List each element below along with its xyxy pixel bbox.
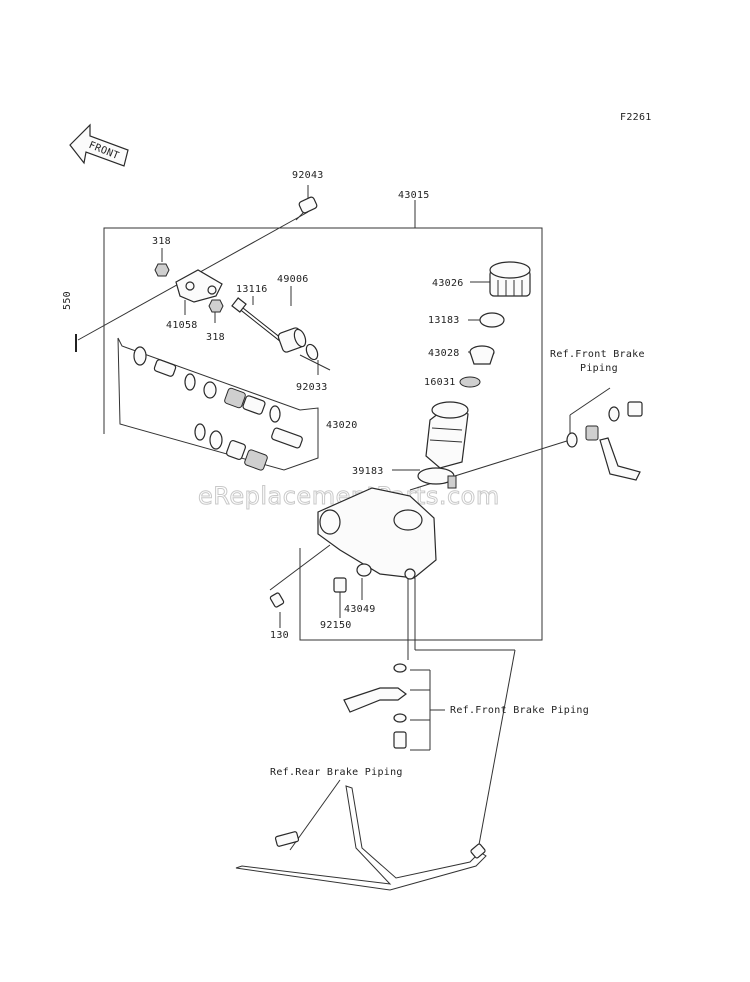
front-arrow-icon: FRONT [69,123,129,167]
callout-43015: 43015 [398,190,430,201]
hose-clamp-39183 [417,467,457,489]
clevis-41058 [175,269,223,303]
piston-kit-lower-row [194,423,303,471]
screw-130 [269,592,285,608]
reservoir-cap-43026 [489,261,531,297]
plate-13183 [479,312,505,328]
master-cylinder-body [317,487,437,580]
callout-92043: 92043 [292,170,324,181]
ref-rear-brake-piping: Ref.Rear Brake Piping [270,767,403,778]
bleeder-92150 [333,577,347,593]
rear-brake-piping [235,785,487,891]
piston-kit-upper-row [133,346,281,423]
cap-43049 [356,563,372,577]
callout-labels: 92043 43015 318 550 41058 318 13116 4900… [62,170,645,778]
callout-92150: 92150 [320,620,352,631]
callout-318-upper: 318 [152,236,171,247]
callout-13116: 13116 [236,284,268,295]
boot-49006 [277,327,307,353]
callout-130: 130 [270,630,289,641]
ref-front-brake-piping-top-line1: Ref.Front Brake [550,349,645,360]
ref-front-brake-piping-top-line2: Piping [580,363,618,374]
reservoir-body [425,401,469,469]
callout-43026: 43026 [432,278,464,289]
assembly-frame-43015 [103,200,543,641]
float-16031 [459,376,481,388]
callout-43028: 43028 [428,348,460,359]
callout-43020: 43020 [326,420,358,431]
callout-92033: 92033 [296,382,328,393]
callout-49006: 49006 [277,274,309,285]
callout-43049: 43049 [344,604,376,615]
front-brake-piping-upper [566,401,643,481]
nut-318-lower [208,299,224,313]
callout-39183: 39183 [352,466,384,477]
callout-16031: 16031 [424,377,456,388]
nut-318-upper [154,263,170,277]
ref-front-brake-piping-lower: Ref.Front Brake Piping [450,705,589,716]
diaphragm-43028 [469,345,495,365]
callout-318-lower: 318 [206,332,225,343]
callout-13183: 13183 [428,315,460,326]
front-brake-piping-lower [343,663,407,749]
callout-550: 550 [62,291,73,310]
callout-41058: 41058 [166,320,198,331]
bolt-92043 [295,196,318,221]
piston-kit-frame [117,337,319,471]
figure-code: F2261 [620,112,652,123]
circlip-92033 [305,343,319,361]
